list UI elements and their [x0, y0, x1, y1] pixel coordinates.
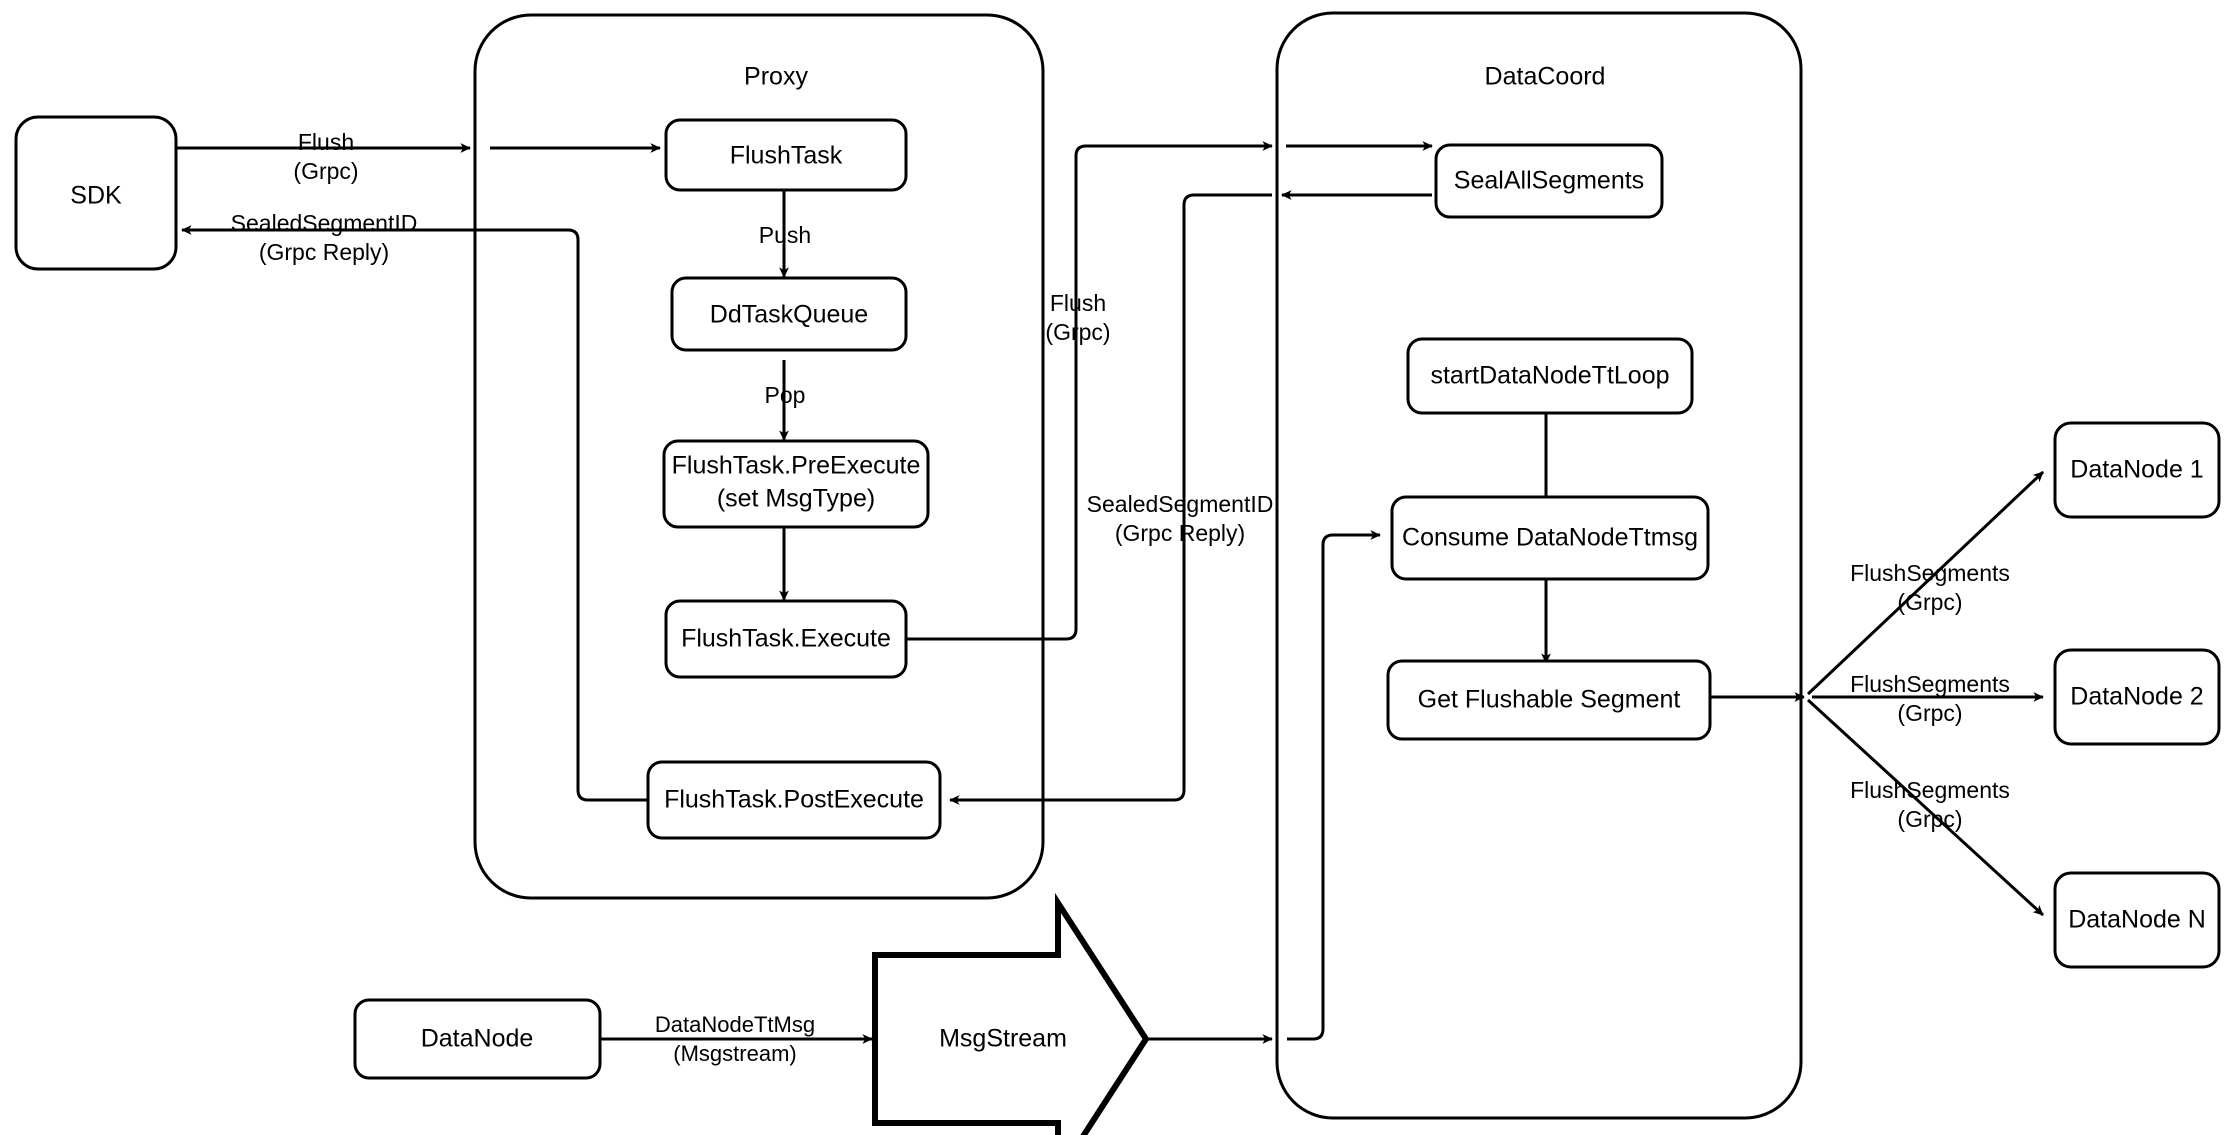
edge-label-flushsegments-2b: (Grpc)	[1897, 700, 1962, 726]
node-flushtask-preexecute-label-1: FlushTask.PreExecute	[672, 452, 921, 480]
node-datanode-bottom-label: DataNode	[421, 1025, 534, 1053]
node-datanode-2-label: DataNode 2	[2070, 683, 2203, 711]
edge-postexecute-to-sdk	[181, 225, 648, 802]
edge-label-datanodettmsg-a: DataNodeTtMsg	[655, 1012, 815, 1037]
node-consume-datanode-ttmsg-label: Consume DataNodeTtmsg	[1402, 524, 1698, 552]
edge-sealallsegments-return-rail	[1052, 193, 1272, 802]
proxy-container-label: Proxy	[744, 63, 808, 91]
datacoord-container-label: DataCoord	[1485, 63, 1606, 91]
edge-label-sealedsegmentid-1a: SealedSegmentID	[231, 210, 418, 236]
node-flushtask-execute[interactable]	[664, 599, 908, 679]
edge-label-sealedsegmentid-1b: (Grpc Reply)	[259, 239, 389, 265]
edge-hub-to-datanode-1	[1806, 470, 2045, 696]
datacoord-container	[1275, 11, 1803, 1120]
node-datanode-n[interactable]	[2053, 871, 2221, 969]
edge-label-push: Push	[759, 222, 811, 248]
node-ddtaskqueue[interactable]	[670, 276, 908, 352]
node-consume-datanode-ttmsg[interactable]	[1390, 495, 1710, 581]
node-datanode-bottom[interactable]	[353, 998, 602, 1080]
node-sealallsegments-label: SealAllSegments	[1454, 167, 1644, 195]
node-sdk-label: SDK	[70, 182, 122, 210]
node-ddtaskqueue-label: DdTaskQueue	[710, 301, 868, 329]
node-get-flushable-segment[interactable]	[1386, 659, 1712, 741]
node-start-datanode-ttloop-label: startDataNodeTtLoop	[1430, 362, 1669, 390]
node-get-flushable-segment-label: Get Flushable Segment	[1418, 686, 1681, 714]
node-start-datanode-ttloop[interactable]	[1406, 337, 1694, 415]
node-flushtask-preexecute-label-2: (set MsgType)	[717, 485, 875, 513]
node-datanode-n-label: DataNode N	[2068, 906, 2206, 934]
edge-label-flush-grpc-2b: (Grpc)	[1045, 319, 1110, 345]
node-msgstream[interactable]	[872, 892, 1150, 1135]
node-flushtask-postexecute[interactable]	[646, 760, 942, 840]
node-msgstream-label: MsgStream	[939, 1025, 1067, 1053]
edge-label-sealedsegmentid-2b: (Grpc Reply)	[1115, 520, 1245, 546]
edge-label-flush-grpc-2a: Flush	[1050, 290, 1106, 316]
node-flushtask-preexecute[interactable]	[662, 439, 930, 529]
node-sdk[interactable]	[14, 115, 178, 271]
node-flushtask[interactable]	[664, 118, 908, 192]
edge-label-flushsegments-na: FlushSegments	[1850, 777, 2010, 803]
edge-label-datanodettmsg-b: (Msgstream)	[673, 1041, 796, 1066]
edge-label-flushsegments-2a: FlushSegments	[1850, 671, 2010, 697]
edge-label-flush-grpc-1a: Flush	[298, 129, 354, 155]
edge-label-flushsegments-1b: (Grpc)	[1897, 589, 1962, 615]
edge-label-flushsegments-nb: (Grpc)	[1897, 806, 1962, 832]
node-datanode-1[interactable]	[2053, 421, 2221, 519]
edge-label-flushsegments-1a: FlushSegments	[1850, 560, 2010, 586]
edge-hub-to-datanode-n	[1806, 698, 2045, 917]
node-flushtask-postexecute-label: FlushTask.PostExecute	[664, 786, 924, 814]
edge-label-flush-grpc-1b: (Grpc)	[293, 158, 358, 184]
node-datanode-1-label: DataNode 1	[2070, 456, 2203, 484]
edge-execute-to-sealallsegments	[906, 141, 1273, 641]
edge-label-sealedsegmentid-2a: SealedSegmentID	[1087, 491, 1274, 517]
node-sealallsegments[interactable]	[1434, 143, 1664, 219]
node-datanode-2[interactable]	[2053, 648, 2221, 746]
edge-datacoord-boundary-to-consume	[1287, 530, 1381, 1041]
proxy-container	[473, 13, 1045, 900]
edge-label-pop: Pop	[765, 382, 806, 408]
node-flushtask-execute-label: FlushTask.Execute	[681, 625, 891, 653]
node-flushtask-label: FlushTask	[730, 142, 843, 170]
